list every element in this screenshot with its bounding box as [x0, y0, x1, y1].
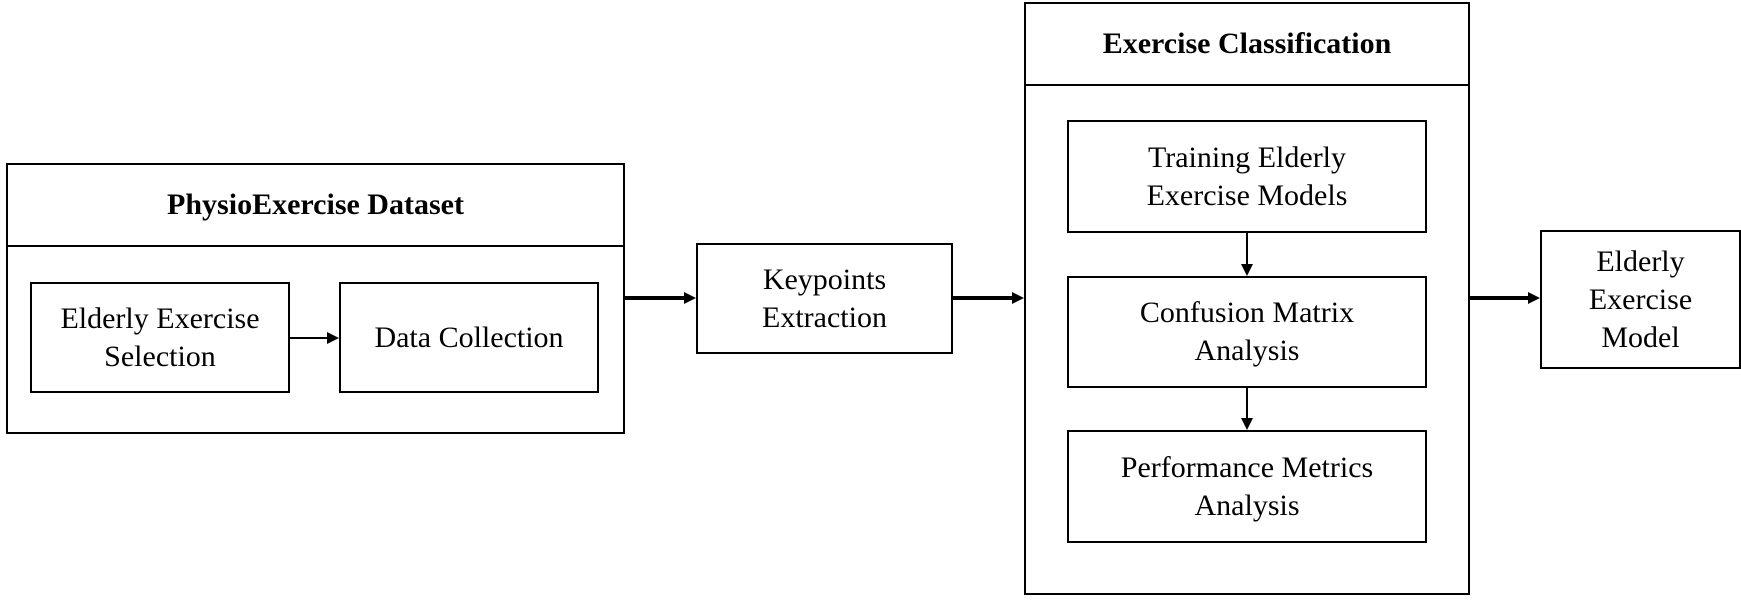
- elderly-exercise-model-node: Elderly Exercise Model: [1540, 230, 1741, 369]
- data-collection-node: Data Collection: [339, 282, 599, 393]
- exercise-classification-title: Exercise Classification: [1026, 4, 1468, 86]
- keypoints-extraction-node: Keypoints Extraction: [696, 243, 953, 354]
- physioexercise-dataset-title: PhysioExercise Dataset: [8, 165, 623, 247]
- training-models-node: Training Elderly Exercise Models: [1067, 120, 1427, 233]
- elderly-exercise-selection-node: Elderly Exercise Selection: [30, 282, 290, 393]
- confusion-matrix-node: Confusion Matrix Analysis: [1067, 276, 1427, 388]
- performance-metrics-node: Performance Metrics Analysis: [1067, 430, 1427, 543]
